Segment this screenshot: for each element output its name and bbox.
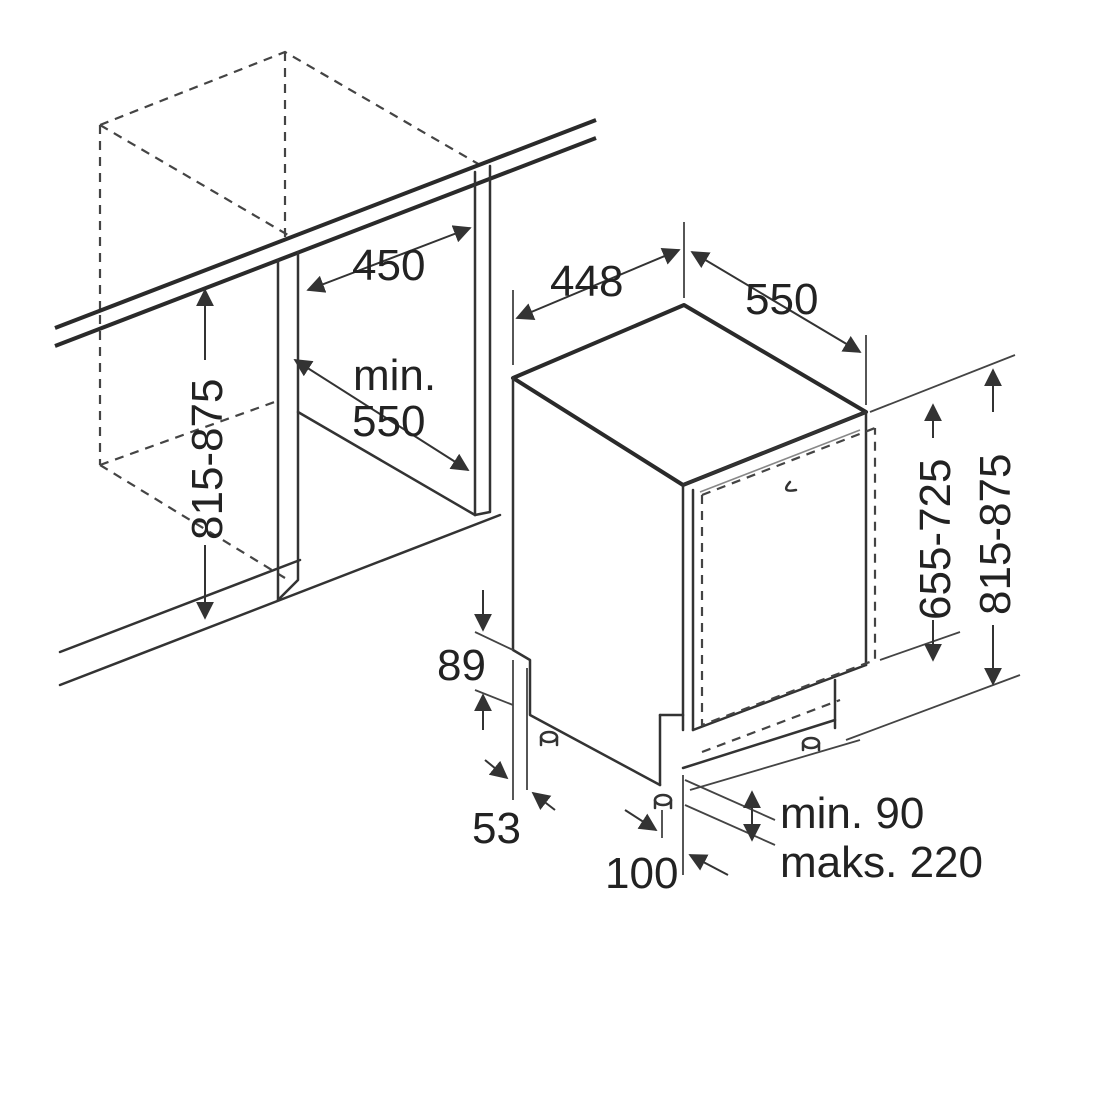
plinth-range-max-label: maks. 220 (780, 838, 983, 887)
appliance-width-dimension (512, 222, 685, 365)
plinth-range-dimension (684, 739, 861, 846)
appliance-depth-label: 550 (745, 275, 818, 324)
plinth-setback-dimension (484, 660, 556, 811)
plinth (658, 678, 837, 787)
dishwasher-top (511, 303, 868, 487)
adjustable-feet (539, 730, 821, 810)
niche-group (54, 50, 597, 687)
niche-height-label: 815-875 (183, 379, 232, 540)
dishwasher-side-panel (511, 376, 662, 787)
plinth-setback-label: 53 (472, 804, 521, 853)
decor-door-outline (700, 426, 877, 754)
door-handle (784, 480, 798, 492)
adjacent-cabinet-outline (98, 315, 286, 579)
labels: 450 min. 550 815-875 448 550 655-725 815… (183, 241, 1020, 898)
niche-depth-min-label: min. (353, 351, 436, 400)
dishwasher-front (681, 410, 868, 732)
niche-depth-dimension (293, 359, 470, 471)
foot-offset-dimension (624, 775, 729, 876)
worktop (54, 118, 597, 348)
floor-lines (58, 513, 502, 687)
appliance-depth-dimension (690, 251, 867, 405)
appliance-width-label: 448 (550, 257, 623, 306)
upper-cabinet-outline (98, 50, 481, 315)
height-reference-lines (845, 354, 1021, 741)
plinth-range-min-label: min. 90 (780, 789, 924, 838)
plinth-height-dimension (474, 590, 514, 730)
niche-depth-label: 550 (352, 397, 425, 446)
niche-width-label: 450 (352, 241, 425, 290)
plinth-height-label: 89 (437, 641, 486, 690)
niche-width-dimension (306, 225, 472, 293)
total-height-label: 815-875 (971, 454, 1020, 615)
dishwasher-group (474, 222, 1021, 876)
foot-offset-label: 100 (605, 849, 678, 898)
door-height-label: 655-725 (911, 459, 960, 620)
